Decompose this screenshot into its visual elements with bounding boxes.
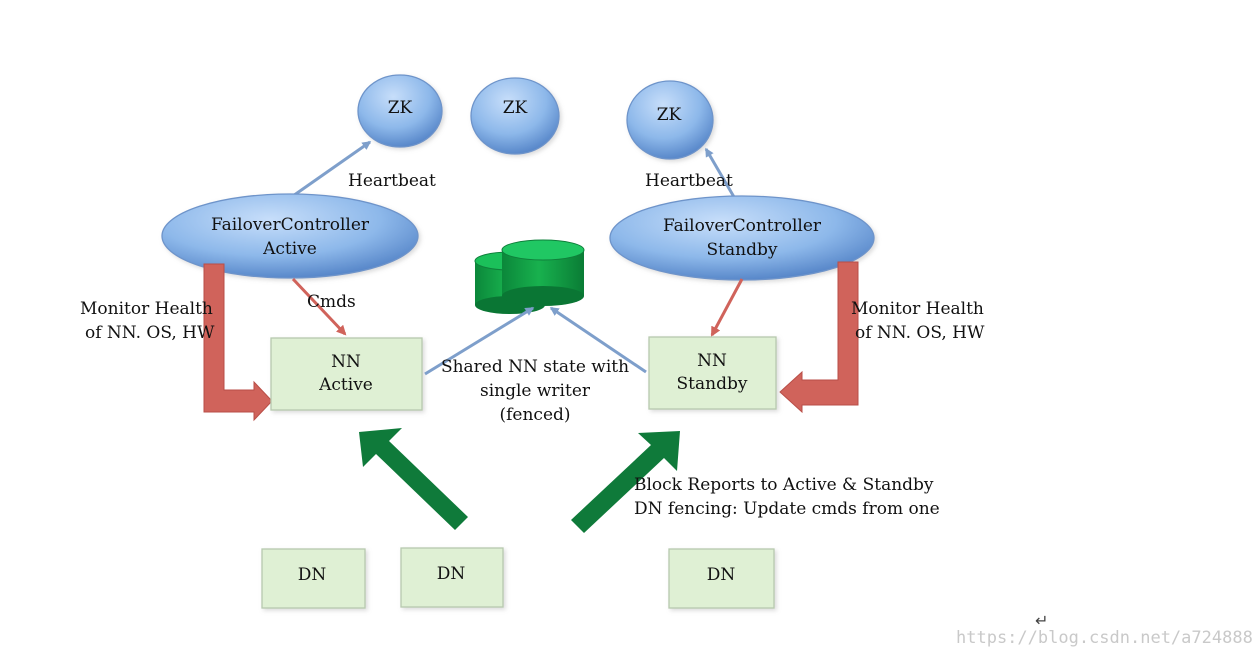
- dn-node-1-shape: [261, 548, 366, 609]
- dn-node-2: DN: [400, 547, 504, 608]
- dn-node-2-shape: [400, 547, 504, 608]
- monitor-health-right-line2: of NN. OS, HW: [855, 323, 985, 343]
- failover-controller-standby: FailoverController Standby: [609, 195, 875, 281]
- shared-state-line1: Shared NN state with: [441, 357, 629, 377]
- block-reports-line2: DN fencing: Update cmds from one: [634, 499, 940, 519]
- nn-active-box-shape: [270, 337, 423, 411]
- failover-controller-active: FailoverController Active: [161, 193, 419, 279]
- dn-node-2-label: DN: [437, 564, 466, 584]
- heartbeat-label-right: Heartbeat: [645, 171, 733, 191]
- shared-state-arrow-standby: [549, 306, 647, 374]
- zk-node-3-label: ZK: [657, 105, 682, 125]
- zk-node-3: ZK: [626, 80, 714, 160]
- cmds-arrow-active: [291, 277, 347, 336]
- return-mark: ↵: [1035, 611, 1048, 630]
- failover-controller-active-line1: FailoverController: [211, 215, 370, 235]
- heartbeat-label-left: Heartbeat: [348, 171, 436, 191]
- monitor-health-arrow-left: [203, 263, 273, 422]
- zk-node-3-shape: [626, 80, 714, 160]
- zk-node-1-label: ZK: [388, 98, 413, 118]
- cmds-arrow-standby: [710, 278, 744, 337]
- failover-controller-active-shape: [161, 193, 419, 279]
- failover-controller-standby-shape: [609, 195, 875, 281]
- dn-node-3: DN: [668, 548, 775, 609]
- zk-node-2: ZK: [470, 77, 560, 155]
- cmds-label: Cmds: [307, 292, 356, 312]
- nn-standby-box-shape: [648, 336, 777, 410]
- dn-node-1: DN: [261, 548, 366, 609]
- shared-state-line2: single writer: [480, 381, 591, 401]
- nn-standby-line1: NN: [697, 351, 727, 371]
- nn-active-line1: NN: [331, 352, 361, 372]
- database-cylinder-front: [501, 239, 585, 306]
- zk-node-1-shape: [357, 74, 443, 148]
- dn-node-3-label: DN: [707, 565, 736, 585]
- nn-standby-line2: Standby: [677, 374, 748, 394]
- dn-node-1-label: DN: [298, 565, 327, 585]
- shared-storage-database-icon: [474, 239, 585, 314]
- nn-standby-box: NN Standby: [648, 336, 777, 410]
- failover-controller-standby-line1: FailoverController: [663, 216, 822, 236]
- zk-node-2-shape: [470, 77, 560, 155]
- failover-controller-standby-line2: Standby: [707, 240, 778, 260]
- nn-active-line2: Active: [318, 375, 373, 395]
- block-report-arrow-active: [359, 428, 468, 530]
- shared-state-arrow-active: [424, 306, 535, 376]
- monitor-health-arrow-right: [779, 261, 859, 414]
- block-reports-line1: Block Reports to Active & Standby: [634, 475, 934, 495]
- shared-state-line3: (fenced): [499, 405, 570, 425]
- failover-controller-active-line2: Active: [262, 239, 317, 259]
- block-report-arrow-standby: [571, 431, 680, 533]
- dn-node-3-shape: [668, 548, 775, 609]
- heartbeat-arrow-left: [289, 140, 372, 200]
- monitor-health-left-line2: of NN. OS, HW: [85, 323, 215, 343]
- monitor-health-left-line1: Monitor Health: [80, 299, 213, 319]
- nn-active-box: NN Active: [270, 337, 423, 411]
- watermark-url: https://blog.csdn.net/a724888: [956, 628, 1253, 648]
- monitor-health-right-line1: Monitor Health: [851, 299, 984, 319]
- zk-node-1: ZK: [357, 74, 443, 148]
- zk-node-2-label: ZK: [503, 98, 528, 118]
- heartbeat-arrow-right: [704, 147, 736, 198]
